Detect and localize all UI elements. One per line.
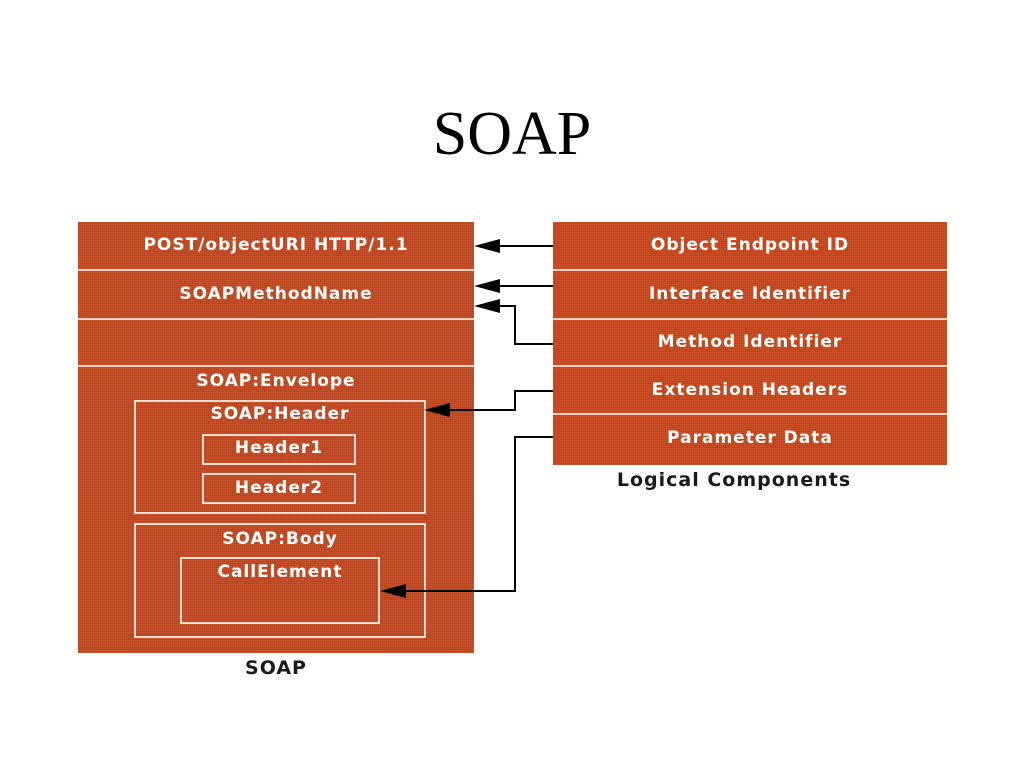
divider xyxy=(78,269,474,271)
logical-components-caption: Logical Components xyxy=(616,469,852,491)
soap-caption: SOAP xyxy=(245,657,307,679)
soap-header-box: SOAP:Header Header1 Header2 xyxy=(134,400,426,514)
method-name-label: SOAPMethodName xyxy=(179,284,373,304)
divider xyxy=(553,413,947,415)
divider xyxy=(553,318,947,320)
slide-title: SOAP xyxy=(432,100,592,168)
logical-components-panel: Object Endpoint ID Interface Identifier … xyxy=(553,222,947,465)
request-line-label: POST/objectURI HTTP/1.1 xyxy=(143,235,409,255)
soap-header-label: SOAP:Header xyxy=(210,404,350,424)
header2-box: Header2 xyxy=(202,473,356,504)
header1-label: Header1 xyxy=(234,438,324,458)
arrowhead-method-name-upper xyxy=(474,279,500,293)
divider xyxy=(553,365,947,367)
logical-row-method-identifier: Method Identifier xyxy=(657,332,843,352)
logical-row-object-endpoint-id: Object Endpoint ID xyxy=(650,235,850,255)
header1-box: Header1 xyxy=(202,434,356,465)
soap-body-label: SOAP:Body xyxy=(222,529,338,549)
arrowhead-request-line xyxy=(474,239,500,253)
call-element-label: CallElement xyxy=(217,562,343,582)
divider xyxy=(78,365,474,367)
logical-row-interface-identifier: Interface Identifier xyxy=(648,284,852,304)
divider xyxy=(78,318,474,320)
arrowhead-method-name-lower xyxy=(474,299,500,313)
soap-panel: POST/objectURI HTTP/1.1 SOAPMethodName S… xyxy=(78,222,474,653)
divider xyxy=(553,269,947,271)
connector-method-to-method-name xyxy=(498,305,553,345)
soap-body-box: SOAP:Body CallElement xyxy=(134,523,426,638)
header2-label: Header2 xyxy=(234,478,324,498)
logical-row-extension-headers: Extension Headers xyxy=(651,380,849,400)
call-element-box: CallElement xyxy=(180,557,380,624)
logical-row-parameter-data: Parameter Data xyxy=(667,428,833,448)
envelope-label: SOAP:Envelope xyxy=(196,371,356,391)
